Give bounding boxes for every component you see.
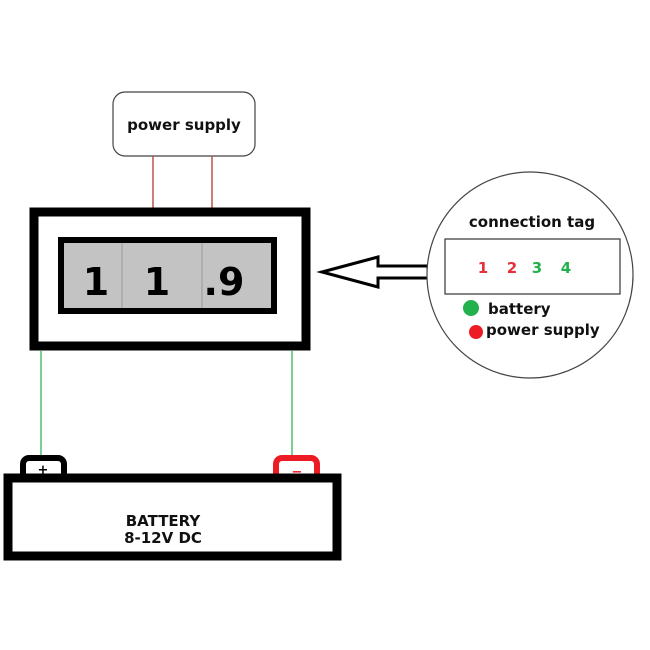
negative-sign: − — [292, 465, 303, 480]
battery-body — [3, 473, 342, 561]
connection-tag-callout: connection tag 1 2 3 4 battery power sup… — [426, 171, 634, 379]
display-digit-2: 1 — [144, 260, 170, 304]
display-panel — [58, 237, 277, 314]
battery-spec: 8-12V DC — [124, 529, 202, 547]
connection-tag-title: connection tag — [469, 213, 595, 231]
power-supply-box: power supply — [112, 91, 256, 157]
display-digit-1: 1 — [83, 260, 109, 304]
battery-legend-dot — [463, 300, 479, 316]
pin-4: 4 — [561, 259, 571, 277]
pin-2: 2 — [507, 259, 517, 277]
display-digit-3: .9 — [204, 260, 245, 304]
positive-sign: + — [38, 463, 49, 478]
battery: + − BATTERY 8-12V DC — [3, 455, 342, 561]
pin-1: 1 — [478, 259, 488, 277]
connection-tag-box — [444, 238, 621, 295]
battery-title: BATTERY — [126, 512, 202, 530]
arrow-left-icon — [316, 255, 430, 289]
power-supply-label: power supply — [127, 116, 241, 134]
battery-legend-label: battery — [488, 300, 551, 318]
power-supply-legend-label: power supply — [486, 321, 600, 339]
power-supply-legend-dot — [469, 325, 483, 339]
pin-3: 3 — [532, 259, 542, 277]
voltmeter: 1 1 .9 — [29, 207, 311, 351]
